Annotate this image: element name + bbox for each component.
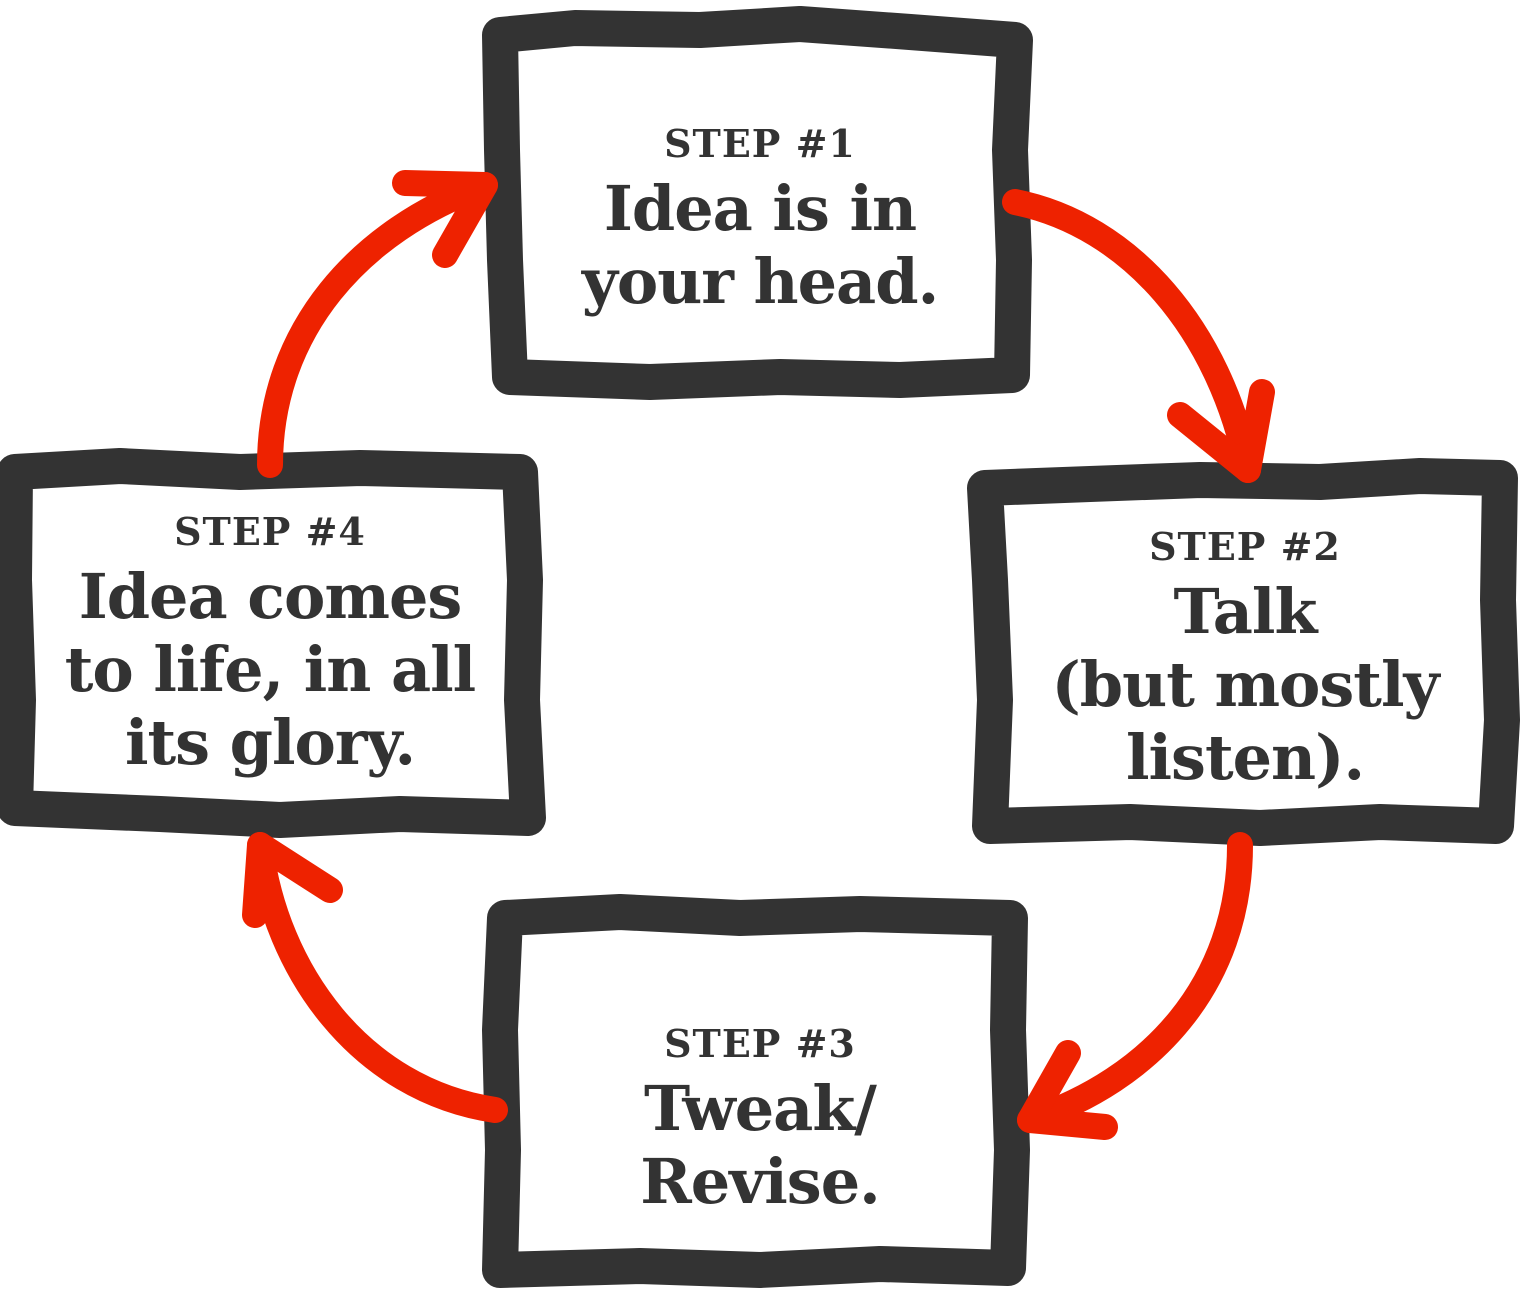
arrow-step3-to-step4 [247,832,508,1123]
step-1-text: Idea is in your head. [581,171,939,318]
arrow-head-step2 [1167,379,1275,483]
step-2-card: STEP #2 Talk (but mostly listen). [1000,510,1490,810]
arrow-step1-to-step2 [1002,189,1261,483]
arrow-head-step3 [1017,1040,1118,1140]
step-1-card: STEP #1 Idea is in your head. [520,90,1000,350]
arrow-step4-to-step1 [257,172,498,478]
step-2-text: Talk (but mostly listen). [1051,575,1439,795]
arrow-step2-to-step3 [1017,832,1253,1133]
step-4-card: STEP #4 Idea comes to life, in all its g… [25,495,515,795]
step-4-text: Idea comes to life, in all its glory. [64,560,476,780]
arrow-head-step4 [242,832,343,928]
step-2-number: STEP #2 [1149,524,1341,570]
step-3-number: STEP #3 [664,1021,856,1066]
step-2-box [967,458,1520,846]
arrow-head-step1 [392,170,498,268]
step-3-box [482,894,1030,1288]
step-1-number: STEP #1 [664,121,856,166]
step-3-card: STEP #3 Tweak/ Revise. [515,990,1005,1250]
step-1-box [482,6,1033,400]
step-3-text: Tweak/ Revise. [640,1071,880,1218]
step-4-number: STEP #4 [174,509,366,555]
